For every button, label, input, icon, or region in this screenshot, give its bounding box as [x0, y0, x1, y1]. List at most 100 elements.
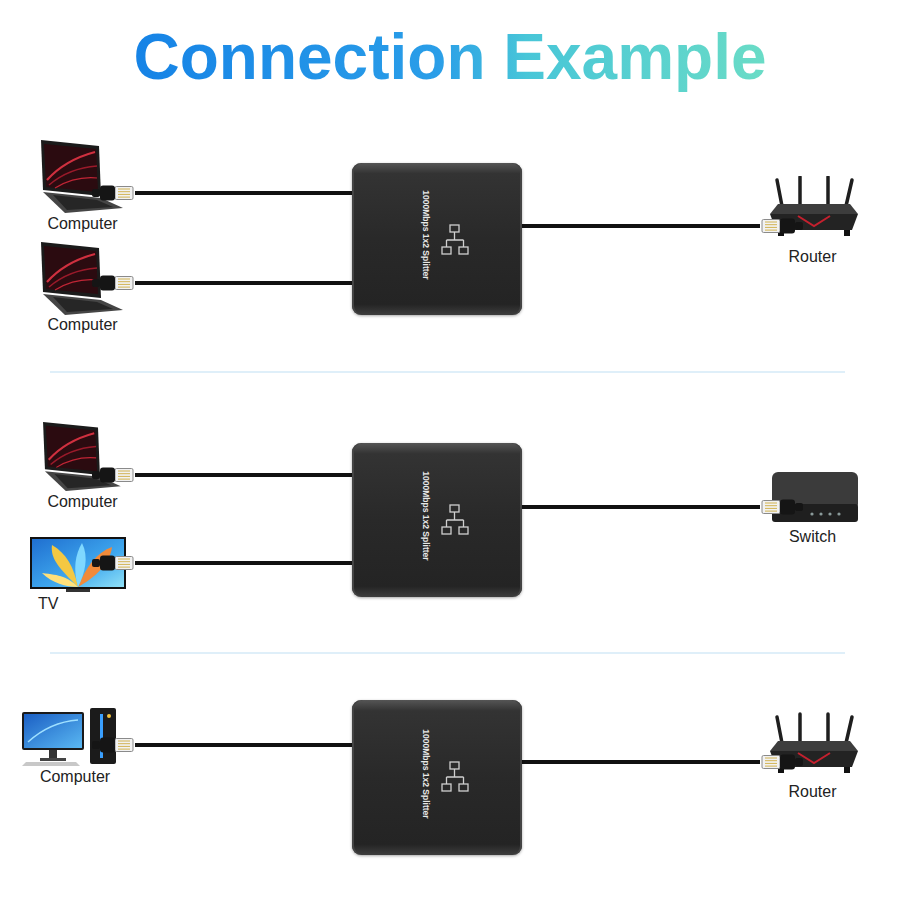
switch-icon: [772, 472, 858, 522]
plug-pin: [765, 508, 777, 509]
cable-line: [135, 281, 352, 285]
device-label: Switch: [789, 528, 836, 546]
device-node: Router: [760, 172, 865, 268]
ethernet-cable: [479, 755, 803, 770]
network-icon: [440, 223, 470, 257]
plug-pin: [118, 559, 130, 560]
icon-box: [459, 784, 468, 791]
cable-line: [522, 505, 760, 509]
plug-head: [115, 557, 133, 570]
device-node: Computer: [15, 705, 135, 788]
plug-head: [115, 739, 133, 752]
plug-pin: [118, 561, 130, 562]
splitter-label: 1000Mbps 1x2 Splitter: [420, 190, 429, 279]
plug-head: [115, 277, 133, 290]
laptop-icon: [43, 422, 121, 491]
plug-pin: [765, 763, 777, 764]
router-icon: [770, 177, 858, 236]
cable-line: [135, 473, 352, 477]
plug-pin: [118, 567, 130, 568]
icon-box: [442, 527, 451, 534]
splitter-label: 1000Mbps 1x2 Splitter: [420, 729, 429, 818]
router-icon: [770, 714, 858, 773]
ethernet-cable: [92, 556, 395, 571]
plug-pin: [118, 564, 130, 565]
icon-box: [459, 247, 468, 254]
cable-line: [522, 224, 760, 228]
icon-box: [450, 225, 459, 232]
icon-box: [450, 762, 459, 769]
network-icon-strokes: [442, 762, 468, 791]
plug-strain-relief: [92, 471, 100, 479]
device-label: TV: [38, 595, 58, 613]
plug-head: [762, 501, 780, 514]
icon-wire: [447, 232, 464, 247]
ethernet-cable: [92, 276, 395, 291]
device-node: Switch: [760, 462, 865, 548]
plug-boot: [100, 186, 115, 201]
plug-head: [762, 756, 780, 769]
plug-pin: [118, 746, 130, 747]
plug-strain-relief: [92, 189, 100, 197]
tv-icon: [30, 537, 126, 592]
device-node: Computer: [30, 240, 135, 336]
device-node: Computer: [30, 415, 135, 513]
plug-pin: [765, 503, 777, 504]
desktop-icon: [22, 708, 116, 766]
plug-pin: [118, 749, 130, 750]
title-row: Connection Example: [0, 22, 900, 92]
laptop-icon: [41, 242, 123, 315]
plug-head: [762, 220, 780, 233]
plug-boot: [100, 276, 115, 291]
cable-line: [135, 191, 352, 195]
plug-head: [115, 187, 133, 200]
splitter-box: 1000Mbps 1x2 Splitter: [352, 700, 522, 855]
icon-box: [459, 527, 468, 534]
plug-pin: [765, 224, 777, 225]
device-label: Computer: [47, 215, 117, 233]
ethernet-cable: [479, 219, 803, 234]
cable-line: [135, 743, 352, 747]
plug-pin: [118, 281, 130, 282]
icon-wire: [447, 512, 464, 527]
plug-strain-relief: [795, 758, 803, 766]
plug-pin: [765, 230, 777, 231]
icon-box: [442, 247, 451, 254]
plug-pin: [765, 760, 777, 761]
device-label: Computer: [40, 768, 110, 786]
splitter-label: 1000Mbps 1x2 Splitter: [420, 471, 429, 560]
splitter-box: 1000Mbps 1x2 Splitter: [352, 163, 522, 315]
plug-pin: [765, 227, 777, 228]
plug-pin: [118, 473, 130, 474]
ethernet-cable: [92, 468, 395, 483]
network-icon-strokes: [442, 225, 468, 254]
laptop-icon: [41, 140, 123, 213]
device-label: Computer: [47, 493, 117, 511]
plug-pin: [765, 758, 777, 759]
plug-pin: [765, 766, 777, 767]
icon-wire: [447, 769, 464, 784]
plug-pin: [118, 284, 130, 285]
icon-box: [442, 784, 451, 791]
plug-pin: [765, 511, 777, 512]
device-node: Computer: [30, 135, 135, 235]
device-label: Router: [788, 783, 836, 801]
plug-strain-relief: [92, 279, 100, 287]
cable-line: [135, 561, 352, 565]
plug-strain-relief: [795, 222, 803, 230]
device-label: Router: [788, 248, 836, 266]
plug-pin: [118, 479, 130, 480]
device-node: Router: [760, 708, 865, 803]
plug-pin: [118, 476, 130, 477]
plug-pin: [118, 471, 130, 472]
plug-pin: [118, 194, 130, 195]
ethernet-cable: [92, 738, 395, 753]
device-node: TV: [30, 530, 135, 615]
plug-boot: [780, 755, 795, 770]
plug-strain-relief: [92, 741, 100, 749]
plug-pin: [118, 189, 130, 190]
ethernet-cable: [479, 500, 803, 515]
plug-strain-relief: [92, 559, 100, 567]
